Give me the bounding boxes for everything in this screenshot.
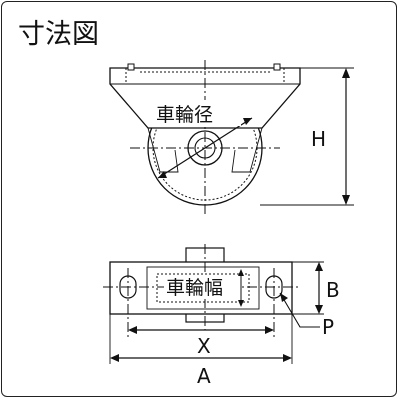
wheel-diameter-label: 車輪径 [156, 104, 213, 126]
diameter-arrow-head-top [243, 118, 252, 125]
wheel-width-label: 車輪幅 [166, 277, 223, 299]
h-dimension-label: H [311, 127, 326, 151]
wheel-width-arrow-bottom [238, 300, 244, 307]
a-arrow-left [110, 354, 119, 362]
b-arrow-bottom [315, 305, 323, 314]
h-arrow-bottom [342, 195, 350, 205]
a-arrow-right [283, 354, 292, 362]
p-dimension-label: P [322, 315, 334, 339]
b-dimension-label: B [326, 278, 340, 302]
b-arrow-top [315, 262, 323, 271]
top-view: 車輪幅 B P X A [103, 244, 340, 388]
drawing-title: 寸法図 [18, 19, 99, 50]
wheel-width-label-bg [164, 275, 240, 299]
bracket-leg-left [147, 127, 179, 173]
wheel-diameter-label-bg [153, 100, 241, 126]
front-view: 車輪径 H [109, 60, 354, 215]
x-dimension-label: X [197, 334, 211, 358]
bolt-left [127, 63, 135, 71]
wheel-width-hidden [156, 273, 250, 303]
wheel-width-arrow-top [238, 269, 244, 276]
bolt-right [273, 63, 281, 71]
x-arrow-left [128, 326, 137, 334]
inner-housing [146, 266, 260, 310]
a-dimension-label: A [197, 364, 211, 388]
h-arrow-top [342, 68, 350, 78]
p-leader-arrow [280, 293, 288, 302]
p-leader-line [279, 292, 320, 328]
bracket-leg-right [231, 127, 263, 173]
diameter-line [157, 117, 253, 179]
x-arrow-right [265, 326, 274, 334]
diameter-arrow-head-bottom [158, 171, 167, 178]
